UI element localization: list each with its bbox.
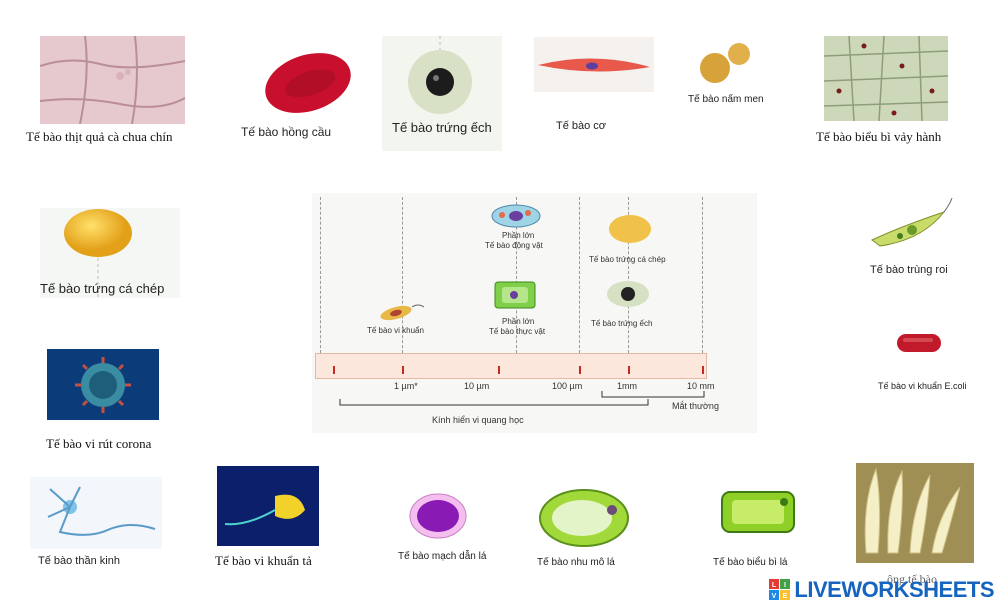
svg-text:E: E [783,593,788,600]
frog-egg-icon [607,281,649,307]
ecoli-label: Tế bào vi khuẩn E.coli [878,381,967,391]
live-blocks-icon: L I V E [769,579,791,600]
svg-text:I: I [784,582,786,589]
svg-text:L: L [772,582,777,589]
muscle-cell-label: Tế bào cơ [556,120,607,132]
tick-label-1mm: 1mm [617,381,637,391]
mushroom-gill-image [856,463,974,563]
tick-label-10mm: 10 mm [687,381,715,391]
plant-cell-label-1: Phần lớn [502,317,535,326]
yeast-cell-label: Tế bào nấm men [688,94,764,105]
cholera-label: Tế bào vi khuẩn tả [215,553,312,568]
animal-cell-icon [491,204,541,228]
vascular-cell-image [407,490,469,542]
tick-label-1um: 1 µm* [394,381,418,391]
onion-cell-label: Tế bào biểu bì vảy hành [816,129,942,144]
microscope-label: Kính hiển vi quang học [432,415,524,425]
corona-virus-image [47,349,159,420]
logo-text: LIVEWORKSHEETS [794,577,994,602]
carp-egg-scale-label: Tế bào trứng cá chép [589,255,666,264]
tomato-cell-label: Tế bào thịt quả cà chua chín [26,129,173,144]
plant-cell-label-2: Tế bào thực vật [489,327,546,336]
leaf-epidermis-label: Tế bào biểu bì lá [713,557,788,568]
animal-cell-label-2: Tế bào động vật [485,241,543,250]
carp-egg-label: Tế bào trứng cá chép [40,281,165,296]
red-blood-cell-label: Tế bào hồng cầu [241,125,332,139]
leaf-epidermis-image [718,488,798,536]
muscle-cell-image [534,37,654,92]
tick-label-100um: 100 µm [552,381,583,391]
cholera-image [217,466,319,546]
parenchyma-cell-label: Tế bào nhu mô lá [537,557,615,568]
euglena-image [862,196,954,256]
frog-egg-image [382,36,502,151]
neuron-image [30,477,162,549]
scale-bar [315,353,707,379]
frog-egg-label: Tế bào trứng ếch [392,120,492,135]
partial-label: ...ông tế bào [878,572,937,586]
liveworksheets-logo[interactable]: L I V E LIVEWORKSHEETS [769,577,994,603]
animal-cell-label-1: Phần lớn [502,231,535,240]
tomato-cell-image [40,36,185,124]
plant-cell-icon [494,281,536,309]
yeast-cell-image [695,40,760,88]
svg-text:V: V [772,593,777,600]
bacteria-icon [380,304,425,321]
carp-egg-icon [609,215,651,243]
neuron-label: Tế bào thần kinh [38,555,120,567]
euglena-label: Tế bào trùng roi [870,264,948,276]
onion-cell-image [824,36,948,121]
vascular-cell-label: Tế bào mạch dẫn lá [398,551,487,562]
parenchyma-cell-image [538,488,630,548]
naked-eye-label: Mắt thường [672,401,719,411]
red-blood-cell-image [258,48,358,118]
size-scale-diagram: Phần lớn Tế bào động vật Phần lớn Tế bào… [312,193,757,433]
tick-label-10um: 10 µm [464,381,490,391]
ecoli-image [893,328,945,358]
carp-egg-image [40,208,180,298]
bacteria-label: Tế bào vi khuẩn [367,326,424,335]
corona-virus-label: Tế bào vi rút corona [46,436,152,451]
frog-egg-scale-label: Tế bào trứng ếch [591,319,653,328]
